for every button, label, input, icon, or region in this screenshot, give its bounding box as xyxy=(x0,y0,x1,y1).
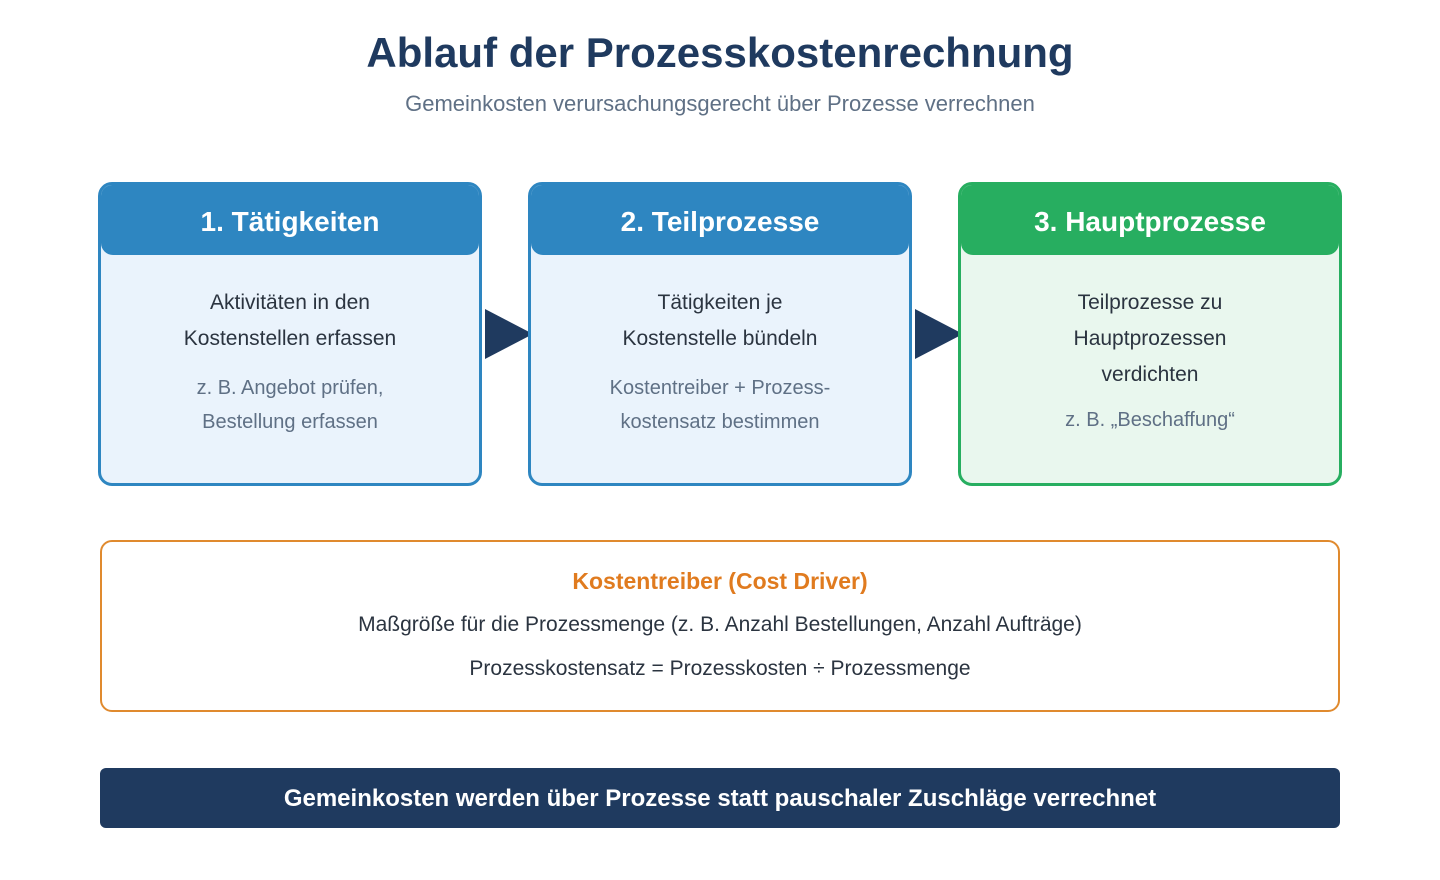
step-description: Aktivitäten in den Kostenstellen erfasse… xyxy=(101,285,479,357)
step-box-taetigkeiten: 1. Tätigkeiten Aktivitäten in den Kosten… xyxy=(98,182,482,486)
cost-driver-definition: Maßgröße für die Prozessmenge (z. B. Anz… xyxy=(358,613,1082,636)
step-description-line: Aktivitäten in den xyxy=(210,291,370,314)
step-example: z. B. „Beschaffung“ xyxy=(961,403,1339,437)
step-description-line: Kostenstellen erfassen xyxy=(183,327,397,350)
page-title: Ablauf der Prozesskostenrechnung xyxy=(366,29,1074,76)
step-header: 3. Hauptprozesse xyxy=(961,185,1339,255)
step-description-line: Kostenstelle bündeln xyxy=(622,327,818,350)
page-subtitle: Gemeinkosten verursachungsgerecht über P… xyxy=(405,91,1035,116)
step-example: z. B. Angebot prüfen, Bestellung erfasse… xyxy=(101,371,479,439)
step-description-line: Hauptprozessen xyxy=(1073,327,1227,350)
arrow-right-icon xyxy=(915,309,963,359)
step-header: 1. Tätigkeiten xyxy=(101,185,479,255)
step-description-line: verdichten xyxy=(1101,363,1199,386)
step-example-line: z. B. „Beschaffung“ xyxy=(1065,409,1235,431)
summary-banner: Gemeinkosten werden über Prozesse statt … xyxy=(100,768,1340,828)
step-box-teilprozesse: 2. Teilprozesse Tätigkeiten je Kostenste… xyxy=(528,182,912,486)
arrow-right-icon xyxy=(485,309,533,359)
step-description-line: Teilprozesse zu xyxy=(1077,291,1223,314)
step-example-line: Kostentreiber + Prozess- xyxy=(609,377,831,399)
step-description: Tätigkeiten je Kostenstelle bündeln xyxy=(531,285,909,357)
cost-driver-box: Kostentreiber (Cost Driver) Maßgröße für… xyxy=(100,540,1340,712)
step-example-line: Bestellung erfassen xyxy=(202,411,378,433)
step-description: Teilprozesse zu Hauptprozessen verdichte… xyxy=(961,285,1339,393)
step-example: Kostentreiber + Prozess- kostensatz best… xyxy=(531,371,909,439)
step-box-hauptprozesse: 3. Hauptprozesse Teilprozesse zu Hauptpr… xyxy=(958,182,1342,486)
cost-driver-title: Kostentreiber (Cost Driver) xyxy=(572,568,868,594)
step-description-line: Tätigkeiten je xyxy=(657,291,783,314)
step-header: 2. Teilprozesse xyxy=(531,185,909,255)
cost-driver-formula: Prozesskostensatz = Prozesskosten ÷ Proz… xyxy=(469,657,971,680)
step-example-line: z. B. Angebot prüfen, xyxy=(196,377,384,399)
step-example-line: kostensatz bestimmen xyxy=(620,411,820,433)
